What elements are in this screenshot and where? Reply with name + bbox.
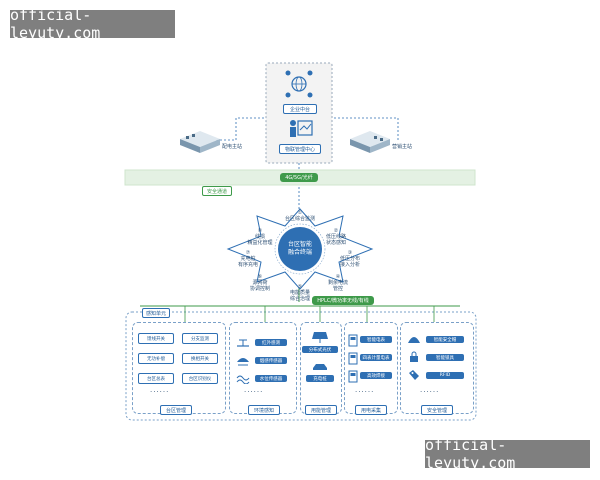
watermark-text: official-leyuty.com bbox=[10, 6, 101, 42]
presenter-icon bbox=[290, 120, 313, 137]
terminal-star bbox=[226, 208, 374, 290]
hplc-label: HPLC/微功率无线/有线 bbox=[312, 296, 374, 305]
meter-icon bbox=[348, 352, 358, 365]
helmet-icon bbox=[408, 337, 420, 343]
group-label-environment: 环境感知 bbox=[248, 405, 280, 415]
device-pv: 分布式光伏 bbox=[302, 346, 338, 353]
rfid-tag-icon bbox=[409, 370, 419, 380]
enterprise-platform-label: 企业中台 bbox=[283, 104, 317, 114]
device-phase-switch: 换相开关 bbox=[182, 353, 218, 364]
ev-car-icon bbox=[313, 364, 327, 370]
device-charger: 充电桩 bbox=[306, 375, 334, 382]
dispatch-station-label: 配电主站 bbox=[222, 144, 243, 150]
watermark-text: official-leyuty.com bbox=[425, 436, 516, 472]
device-infrared: 红外感测 bbox=[255, 339, 287, 346]
meter-icon bbox=[348, 370, 358, 383]
lock-icon bbox=[410, 351, 418, 362]
meter-icon bbox=[348, 334, 358, 347]
device-water-level: 水位传感器 bbox=[255, 375, 287, 382]
device-helmet: 智能安全帽 bbox=[426, 336, 464, 343]
device-area-identifier: 台区识别仪 bbox=[182, 373, 218, 384]
watermark-top: official-leyuty.com bbox=[10, 6, 175, 42]
watermark-bottom: official-leyuty.com bbox=[425, 436, 590, 472]
security-channel-label: 安全通道 bbox=[202, 186, 232, 196]
smoke-sensor-icon bbox=[237, 358, 249, 366]
group-label-metering: 用电采集 bbox=[355, 405, 387, 415]
device-welding: 高效焊接 bbox=[360, 372, 392, 379]
infrared-sensor-icon bbox=[237, 339, 249, 347]
device-lock: 智能锁具 bbox=[426, 354, 464, 361]
more-dots: ...... bbox=[244, 386, 264, 394]
device-four-meter: 四表计量电表 bbox=[360, 354, 392, 361]
network-band-label: 4G/5G/光纤 bbox=[280, 173, 318, 182]
more-dots: ...... bbox=[420, 386, 440, 394]
group-label-area: 台区管理 bbox=[160, 405, 192, 415]
sensing-unit-label: 感知单元 bbox=[142, 308, 170, 318]
solar-panel-icon bbox=[312, 332, 328, 343]
device-feeder-switch: 馈线开关 bbox=[138, 333, 174, 344]
building-icon bbox=[180, 131, 220, 153]
more-dots: ...... bbox=[150, 386, 170, 394]
device-smoke: 烟感传感器 bbox=[255, 357, 287, 364]
device-smart-meter: 智能电表 bbox=[360, 336, 392, 343]
more-dots: ...... bbox=[355, 386, 375, 394]
water-sensor-icon bbox=[236, 375, 250, 384]
marketing-station-label: 营销主站 bbox=[392, 144, 413, 150]
iot-center-label: 物联管理中心 bbox=[279, 144, 321, 154]
building-icon bbox=[350, 131, 390, 153]
device-branch-monitor: 分支监测 bbox=[182, 333, 218, 344]
device-rfid: RFID bbox=[426, 372, 464, 379]
group-label-energy: 用能管理 bbox=[305, 405, 337, 415]
device-reactive-comp: 无功补偿 bbox=[138, 353, 174, 364]
terminal-title: 台区智能 融合终端 bbox=[287, 241, 312, 256]
device-master-meter: 台区总表 bbox=[138, 373, 174, 384]
group-label-safety: 安全管理 bbox=[421, 405, 453, 415]
network-globe-icon bbox=[285, 70, 313, 98]
